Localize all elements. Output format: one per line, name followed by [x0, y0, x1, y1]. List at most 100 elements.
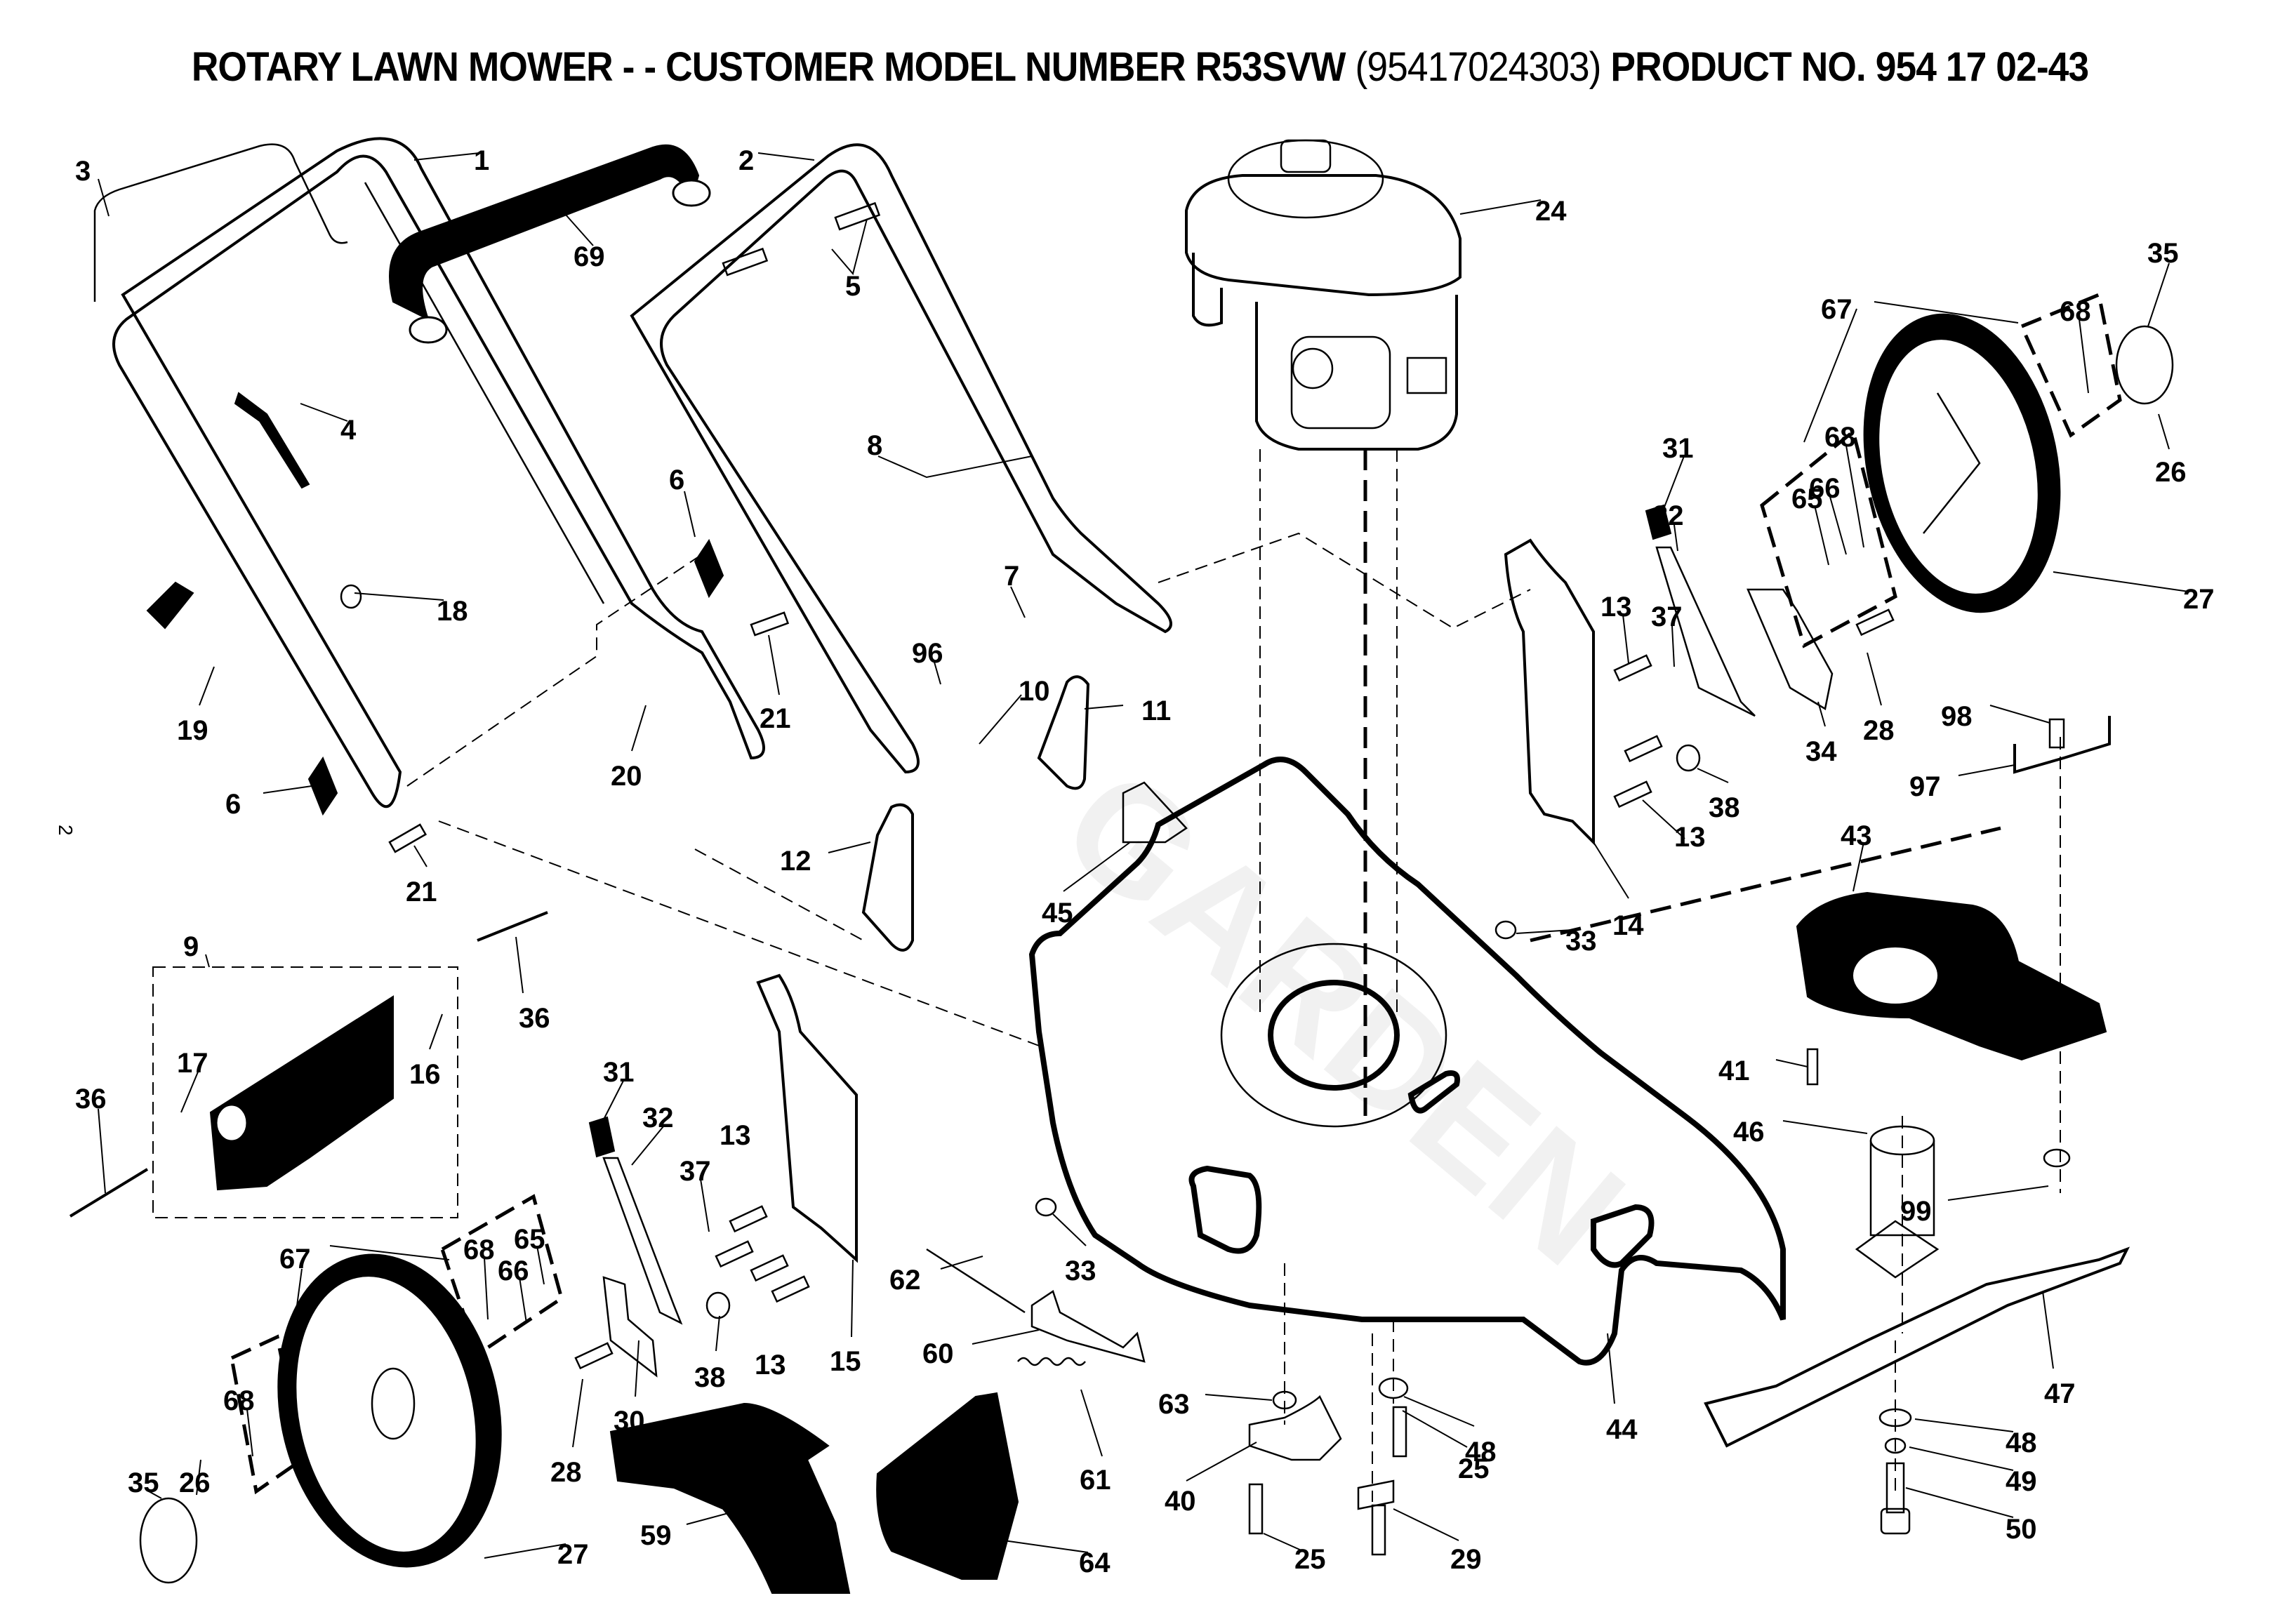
part-callout-61: 61 [1080, 1465, 1111, 1496]
flap-rod-part [69, 1168, 149, 1218]
part-callout-28: 28 [550, 1457, 582, 1488]
part-callout-59: 59 [640, 1520, 672, 1551]
part-callout-68: 68 [223, 1385, 255, 1416]
part-callout-46: 46 [1733, 1117, 1765, 1147]
part-callout-5: 5 [845, 271, 861, 302]
part-callout-44: 44 [1606, 1414, 1638, 1445]
height-lever-part [1655, 546, 1756, 717]
part-callout-4: 4 [340, 415, 357, 446]
part-callout-13: 13 [720, 1120, 751, 1151]
product-number: PRODUCT NO. 954 17 02-43 [1610, 44, 2089, 90]
part-callout-99: 99 [1900, 1196, 1932, 1227]
part-callout-30: 30 [614, 1406, 645, 1437]
part-callout-50: 50 [2006, 1514, 2037, 1545]
part-callout-33: 33 [1565, 926, 1597, 957]
model-number: R53SVW [1195, 44, 1346, 90]
part-callout-12: 12 [780, 846, 811, 877]
hub-cap-front-part [139, 1497, 198, 1584]
mulch-bracket-part [2013, 716, 2111, 774]
part-callout-62: 62 [889, 1265, 921, 1296]
part-callout-45: 45 [1042, 898, 1073, 929]
part-callout-29: 29 [1450, 1544, 1482, 1575]
part-callout-2: 2 [738, 145, 754, 176]
part-callout-68: 68 [2060, 296, 2091, 327]
part-callout-40: 40 [1165, 1486, 1196, 1517]
handle-knob-part [307, 756, 338, 816]
rear-wheel-part [1863, 313, 2061, 613]
part-callout-16: 16 [409, 1059, 441, 1090]
rear-flap-part [209, 995, 394, 1191]
part-callout-65: 65 [514, 1224, 545, 1255]
assembly-guide-lines [406, 532, 2061, 1502]
part-callout-47: 47 [2044, 1378, 2076, 1409]
part-callout-69: 69 [574, 241, 605, 272]
part-callout-18: 18 [437, 596, 468, 627]
part-callout-37: 37 [1651, 601, 1683, 632]
spring-part [1017, 1357, 1086, 1366]
handle-knob-part [146, 581, 194, 630]
part-callout-13: 13 [755, 1350, 786, 1380]
hub-group-rear-right [2019, 292, 2122, 438]
axle-bracket-part [602, 1276, 658, 1378]
part-callout-63: 63 [1158, 1389, 1190, 1420]
right-bracket-part [1504, 538, 1595, 846]
part-callout-34: 34 [1805, 736, 1837, 767]
part-callout-26: 26 [2155, 457, 2187, 488]
part-callout-97: 97 [1909, 771, 1941, 802]
part-callout-38: 38 [1709, 792, 1740, 823]
part-callout-43: 43 [1841, 820, 1872, 851]
lower-handle-part [630, 143, 1172, 774]
cable-adjuster-part [234, 392, 310, 489]
side-mark: 2 [55, 825, 77, 836]
part-callout-17: 17 [177, 1048, 208, 1079]
part-callout-8: 8 [867, 430, 882, 461]
part-callout-21: 21 [760, 703, 791, 734]
hub-cap-rear-part [2115, 325, 2174, 405]
part-callout-27: 27 [557, 1539, 589, 1570]
height-lever-part [602, 1157, 683, 1325]
hub-group-front-left [230, 1334, 304, 1495]
part-callout-27: 27 [2183, 584, 2215, 615]
mulch-lever-part [1030, 1290, 1146, 1363]
part-callout-28: 28 [1863, 715, 1895, 746]
part-callout-49: 49 [2006, 1466, 2037, 1497]
deflector-tab-part [1122, 781, 1188, 844]
part-callout-65: 65 [1791, 484, 1823, 514]
part-callout-25: 25 [1294, 1544, 1326, 1575]
diagram-title: ROTARY LAWN MOWER - - CUSTOMER MODEL NUM… [91, 44, 2189, 91]
cable-cap-part [1645, 504, 1672, 540]
mower-deck-part [1028, 757, 1786, 1366]
part-callout-60: 60 [922, 1338, 954, 1369]
title-prefix: ROTARY LAWN MOWER - - CUSTOMER MODEL NUM… [191, 44, 1195, 90]
model-code: (95417024303) [1345, 44, 1611, 90]
part-callout-9: 9 [183, 931, 199, 962]
part-callout-13: 13 [1600, 592, 1632, 623]
engine-part [1185, 139, 1462, 451]
part-callout-33: 33 [1065, 1256, 1096, 1286]
front-wheel-part [277, 1253, 502, 1568]
part-callout-64: 64 [1079, 1548, 1111, 1578]
part-callout-14: 14 [1612, 910, 1644, 941]
part-callout-1: 1 [474, 145, 489, 176]
part-callout-26: 26 [179, 1467, 211, 1498]
part-callout-6: 6 [669, 465, 684, 495]
part-callout-7: 7 [1004, 561, 1019, 592]
part-callout-32: 32 [642, 1103, 674, 1133]
part-callout-3: 3 [75, 156, 91, 187]
part-callout-98: 98 [1941, 701, 1973, 732]
part-callout-68: 68 [1824, 422, 1856, 453]
part-callout-48: 48 [2006, 1427, 2037, 1458]
part-callout-66: 66 [498, 1256, 529, 1286]
part-callout-21: 21 [406, 877, 437, 907]
spacer-plate-part [1357, 1479, 1395, 1510]
part-callout-24: 24 [1535, 196, 1567, 227]
part-callout-11: 11 [1141, 695, 1171, 726]
part-callout-67: 67 [279, 1244, 311, 1274]
part-callout-10: 10 [1019, 676, 1050, 707]
left-bracket-part [756, 973, 858, 1263]
part-callout-15: 15 [830, 1346, 861, 1377]
part-callout-31: 31 [603, 1057, 635, 1088]
part-callout-68: 68 [463, 1234, 495, 1265]
